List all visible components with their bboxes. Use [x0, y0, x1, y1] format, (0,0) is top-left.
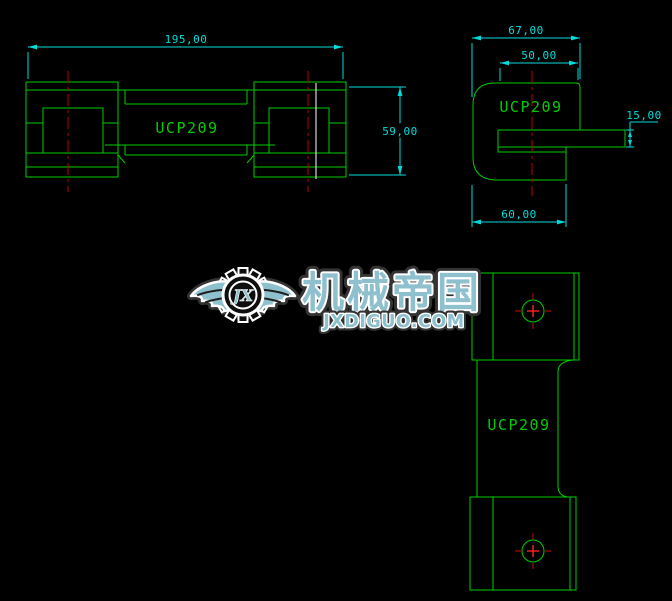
watermark-logo: JX 机械帝国 机械帝国 JXDIGUO.COM JXDIGUO.COM — [187, 263, 484, 336]
side-view: 67,00 50,00 15,00 60,00 UCP209 — [471, 24, 662, 227]
front-part-label: UCP209 — [155, 119, 218, 137]
side-dim-overall-width: 67,00 — [471, 24, 581, 97]
front-view: 195,00 59,00 UCP209 — [25, 33, 418, 192]
brand-website: JXDIGUO.COM — [322, 312, 464, 332]
side-part-label: UCP209 — [499, 98, 562, 116]
top-bolt-hole-upper — [515, 293, 551, 329]
top-outline — [469, 272, 580, 591]
side-dim-base-width: 60,00 — [471, 184, 567, 227]
front-dim-length: 195,00 — [27, 33, 344, 79]
side-dim-overall-text: 67,00 — [508, 24, 544, 37]
top-part-label: UCP209 — [487, 416, 550, 434]
brand-name-halo: 机械帝国 — [302, 268, 482, 317]
side-dim-base-thickness: 15,00 — [626, 109, 662, 148]
gear-icon: JX — [221, 273, 265, 317]
side-dim-top-text: 50,00 — [521, 49, 557, 62]
top-view: UCP209 — [469, 272, 580, 591]
side-dim-thickness-text: 15,00 — [626, 109, 662, 122]
side-dim-base-text: 60,00 — [501, 208, 537, 221]
front-dim-length-text: 195,00 — [165, 33, 208, 46]
winged-gear-icon: JX — [187, 267, 299, 323]
brand-website-halo: JXDIGUO.COM — [322, 312, 464, 332]
front-centerlines — [67, 71, 309, 192]
top-bolt-hole-lower — [515, 533, 551, 569]
side-dim-top-width: 50,00 — [499, 49, 579, 81]
front-bolt-slot-right — [253, 107, 347, 154]
front-bolt-slot-left — [25, 107, 119, 154]
logo-monogram: JX — [230, 286, 254, 305]
brand-name: 机械帝国 — [302, 268, 482, 317]
front-dim-height: 59,00 — [349, 86, 418, 176]
front-dim-height-text: 59,00 — [382, 125, 418, 138]
